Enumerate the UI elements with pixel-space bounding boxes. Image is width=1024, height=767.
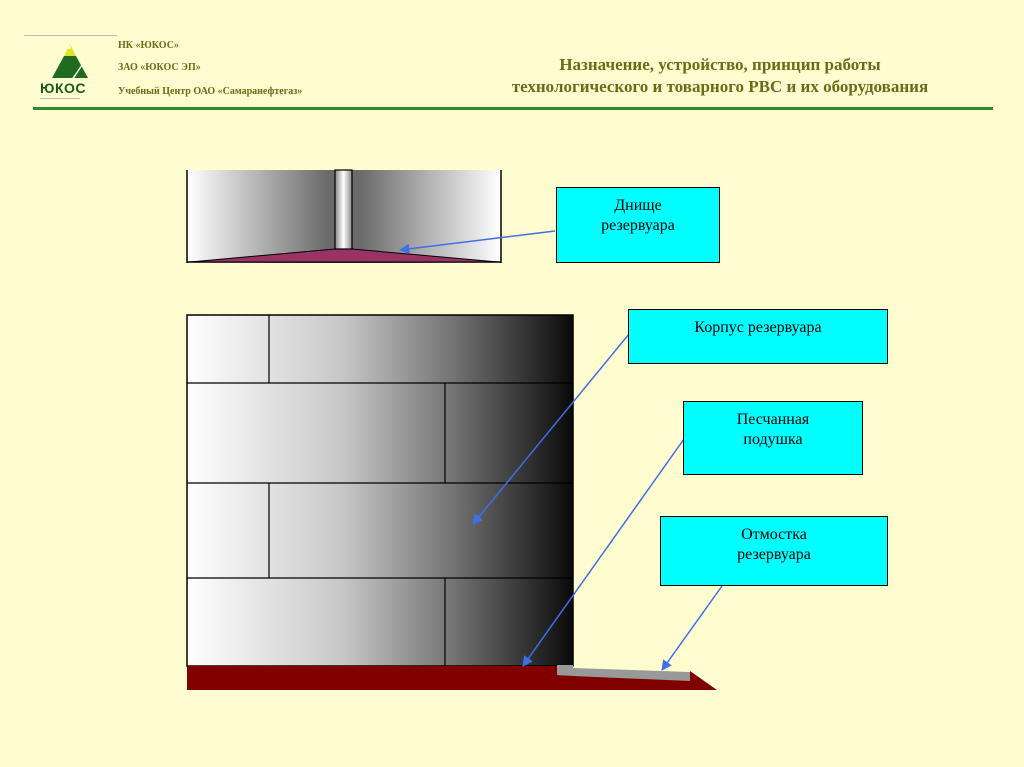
blind-area <box>557 665 690 681</box>
label-sand-cushion: Песчанная подушка <box>683 401 863 475</box>
label-tank-bottom: Днище резервуара <box>556 187 720 263</box>
page-title: Назначение, устройство, принцип работы т… <box>440 54 1000 98</box>
tank-bottom-section <box>186 169 502 263</box>
logo-text: ЮКОС <box>40 80 86 96</box>
arrow-shell <box>472 333 630 525</box>
org-line-3: Учебный Центр ОАО «Самаранефтегаз» <box>118 86 303 97</box>
org-line-1: НК «ЮКОС» <box>118 40 179 51</box>
title-line-1: Назначение, устройство, принцип работы <box>559 55 881 74</box>
label-blind-area: Отмостка резервуара <box>660 516 888 586</box>
tank-shell <box>186 314 574 667</box>
sand-cushion <box>187 666 717 690</box>
arrow-sand-cushion <box>522 438 685 667</box>
title-line-2: технологического и товарного РВС и их об… <box>511 77 929 96</box>
header-divider-bottom <box>40 98 80 99</box>
org-line-2: ЗАО «ЮКОС ЭП» <box>118 62 201 73</box>
header-rule <box>33 107 993 110</box>
arrow-blind-area <box>661 585 723 671</box>
header-divider-top <box>24 35 117 36</box>
label-tank-shell: Корпус резервуара <box>628 309 888 364</box>
arrow-bottom <box>398 230 556 255</box>
